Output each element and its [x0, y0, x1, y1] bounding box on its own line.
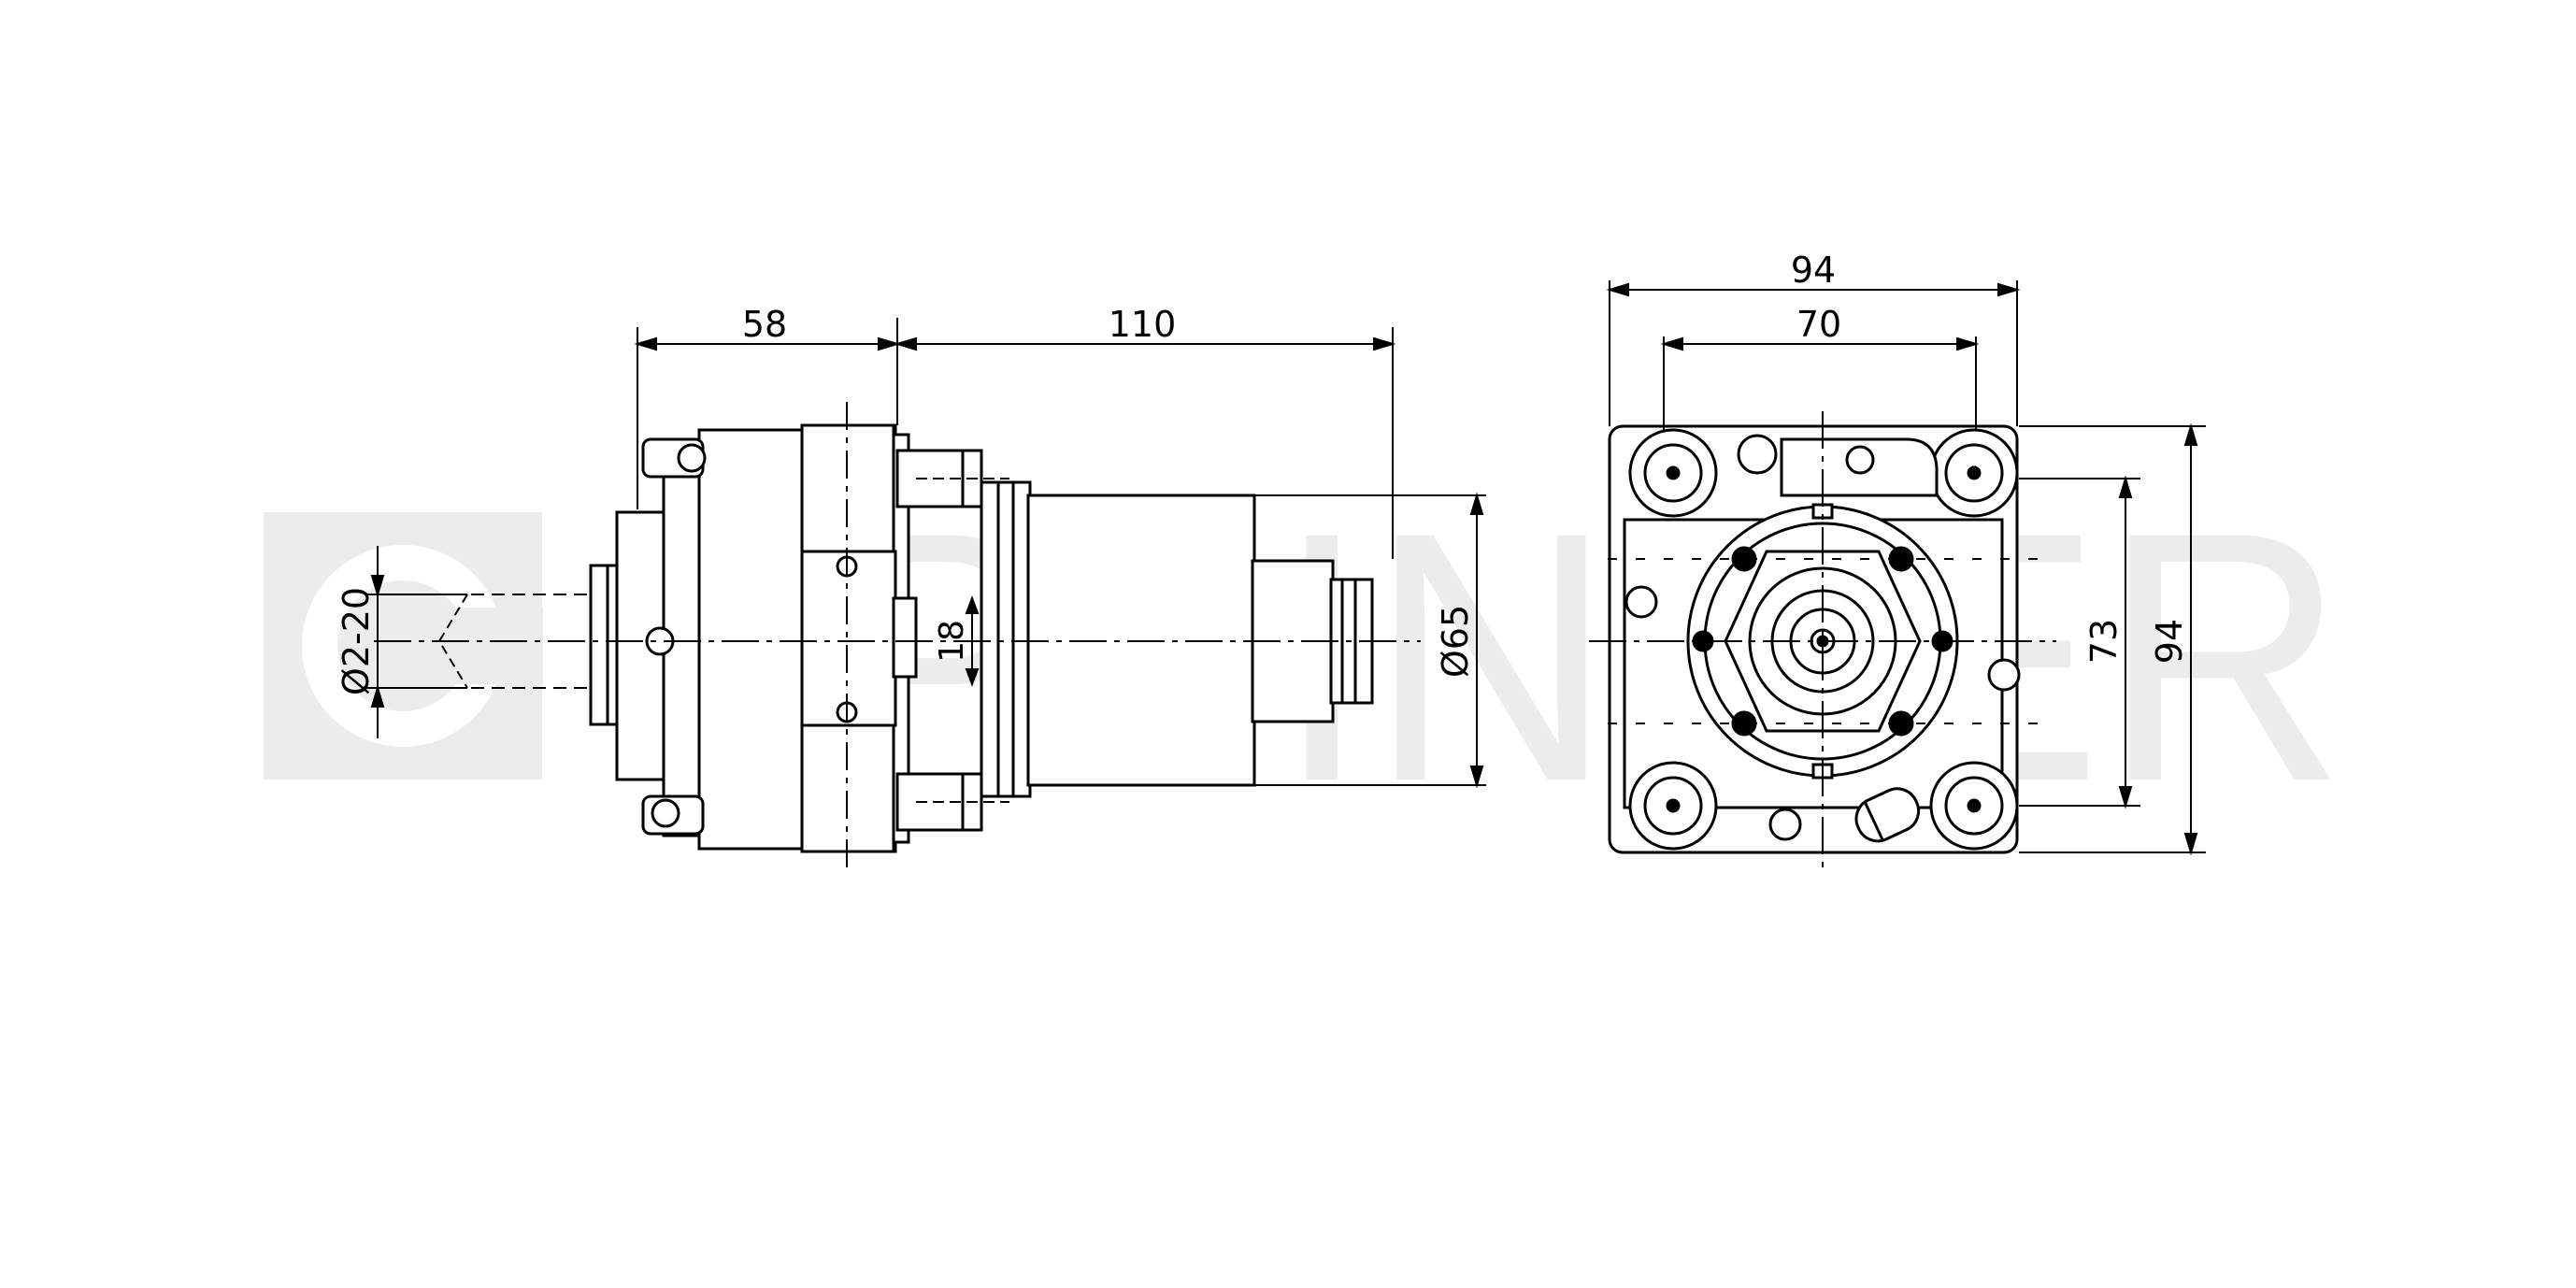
dim-110: 110	[1109, 304, 1177, 345]
dim-94-horizontal: 94	[1791, 250, 1836, 291]
dim-94-vertical: 94	[2149, 619, 2190, 664]
key-tab	[892, 596, 918, 679]
dim-18: 18	[933, 620, 971, 663]
front-view-dimensions	[1606, 280, 2206, 856]
screw-head-top	[677, 443, 707, 473]
corner-hole-br	[1929, 761, 2019, 851]
side-view-dimensions	[365, 318, 1486, 789]
dim-73: 73	[2083, 619, 2125, 664]
dim-diameter-65: Ø65	[1435, 605, 1476, 678]
key-block	[800, 550, 897, 727]
front-view	[1589, 411, 2056, 869]
front-view-labels: 94 70 73 94	[1791, 250, 2190, 664]
side-view-labels: 58 110 Ø65 18 Ø2-20	[336, 304, 1476, 695]
screw-head-bottom	[651, 798, 680, 828]
dim-diameter-2-20: Ø2-20	[336, 587, 377, 695]
corner-hole-tl	[1628, 428, 1718, 518]
corner-hole-tr	[1929, 428, 2019, 518]
flange-body	[697, 428, 806, 851]
coolant-fitting	[1854, 787, 1921, 843]
corner-hole-bl	[1628, 761, 1718, 851]
side-view	[374, 402, 1421, 869]
dim-58: 58	[742, 304, 787, 345]
watermark-logo-cut	[403, 608, 543, 684]
shoulder-ring	[980, 480, 1032, 798]
dim-70: 70	[1796, 304, 1841, 345]
